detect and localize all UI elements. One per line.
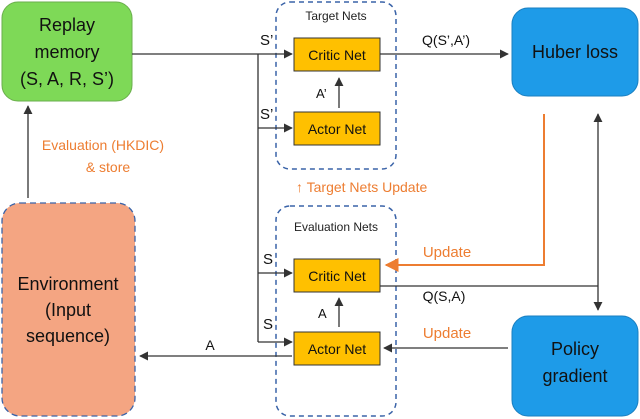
huber-update-critic-arrow <box>384 114 545 272</box>
s-prime-actor-label: S’ <box>260 106 273 123</box>
a-prime-label: A’ <box>316 86 327 101</box>
environment-node <box>1 202 136 417</box>
evaluation-store-line1: Evaluation (HKDIC) <box>42 137 164 153</box>
huber-loss-node <box>511 7 639 97</box>
policy-gradient-line2: gradient <box>542 366 607 386</box>
evaluation-nets-title: Evaluation Nets <box>294 220 378 234</box>
eval-actor-net <box>293 331 381 366</box>
q-eval-label: Q(S,A) <box>423 288 466 304</box>
target-nets-group <box>275 1 397 170</box>
replay-memory-line2: memory <box>34 42 99 62</box>
evaluation-nets-group <box>275 205 397 417</box>
policy-gradient-node <box>511 315 639 417</box>
q-target-label: Q(S’,A’) <box>422 32 470 48</box>
target-critic-label: Critic Net <box>308 47 366 63</box>
action-out-label: A <box>205 337 215 353</box>
s-critic-label: S <box>263 251 273 268</box>
huber-loss-label: Huber loss <box>532 42 618 62</box>
environment-line2: (Input <box>45 300 91 320</box>
target-nets-title: Target Nets <box>305 9 366 23</box>
update-actor-label: Update <box>423 325 471 342</box>
target-critic-net <box>293 37 381 72</box>
target-actor-label: Actor Net <box>308 121 366 137</box>
target-actor-net <box>293 111 381 146</box>
target-nets-update-label: ↑ Target Nets Update <box>296 179 427 195</box>
replay-memory-node <box>1 1 133 102</box>
s-actor-label: S <box>263 316 273 333</box>
evaluation-store-line2: & store <box>86 159 131 175</box>
s-prime-top-label: S’ <box>260 32 273 49</box>
eval-critic-label: Critic Net <box>308 268 366 284</box>
a-eval-label: A <box>318 306 327 321</box>
policy-gradient-line1: Policy <box>551 339 599 359</box>
environment-line1: Environment <box>17 274 118 294</box>
replay-memory-line3: (S, A, R, S’) <box>20 69 114 89</box>
environment-line3: sequence) <box>26 326 110 346</box>
update-critic-label: Update <box>423 244 471 261</box>
eval-critic-net <box>293 258 381 293</box>
eval-actor-label: Actor Net <box>308 341 366 357</box>
replay-memory-line1: Replay <box>39 15 95 35</box>
